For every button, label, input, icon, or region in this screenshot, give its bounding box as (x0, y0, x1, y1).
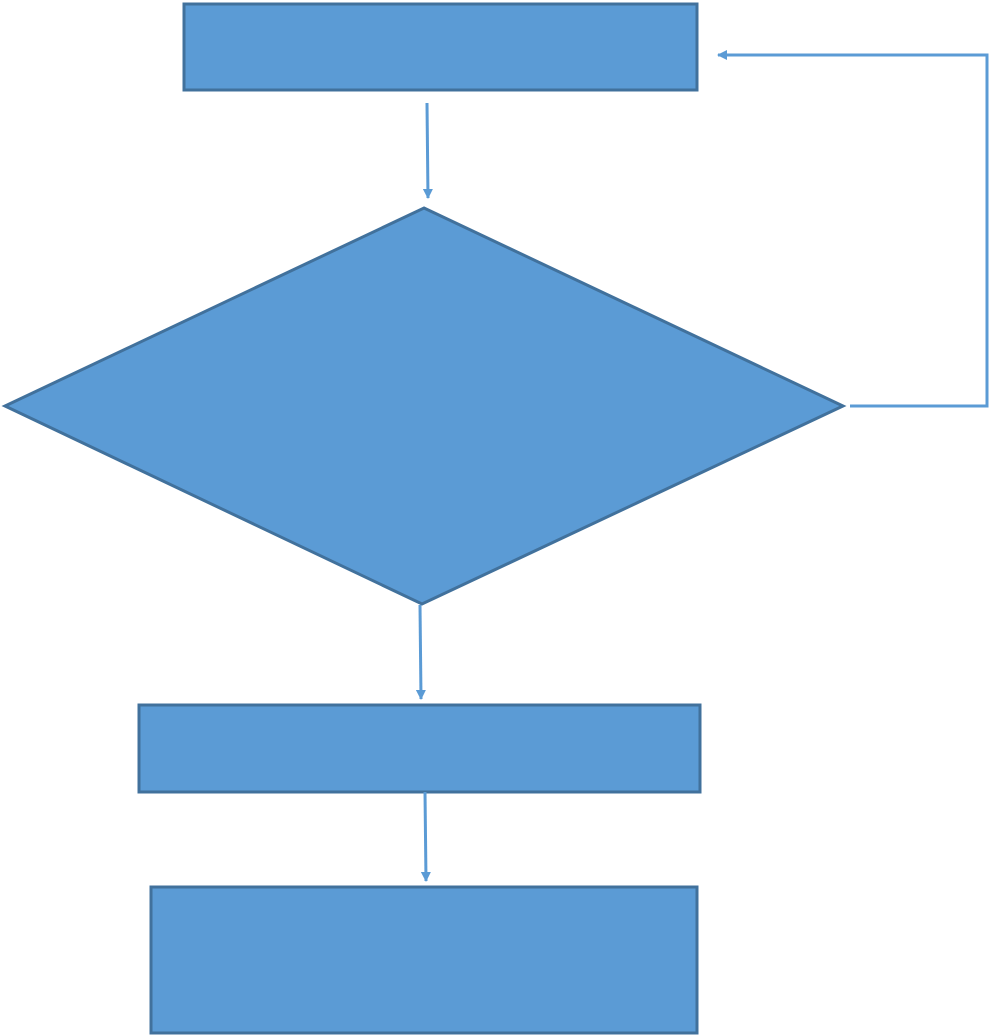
arrow-decision-1-to-step-2 (415, 604, 426, 700)
step-3-box (149, 885, 699, 1035)
step-2-node (137, 703, 702, 794)
decision-1-diamond (1, 206, 847, 606)
arrow-step-2-to-step-3 (420, 791, 431, 882)
step-1-box (182, 2, 699, 92)
decision-1-node (1, 206, 847, 606)
step-2-box (137, 703, 702, 794)
connectors (415, 50, 989, 882)
arrow-step-1-to-decision-1 (422, 102, 433, 199)
step-1-node (182, 2, 699, 92)
loop-arrow-decision-1-to-step-1 (717, 50, 989, 408)
step-3-node (149, 885, 699, 1035)
